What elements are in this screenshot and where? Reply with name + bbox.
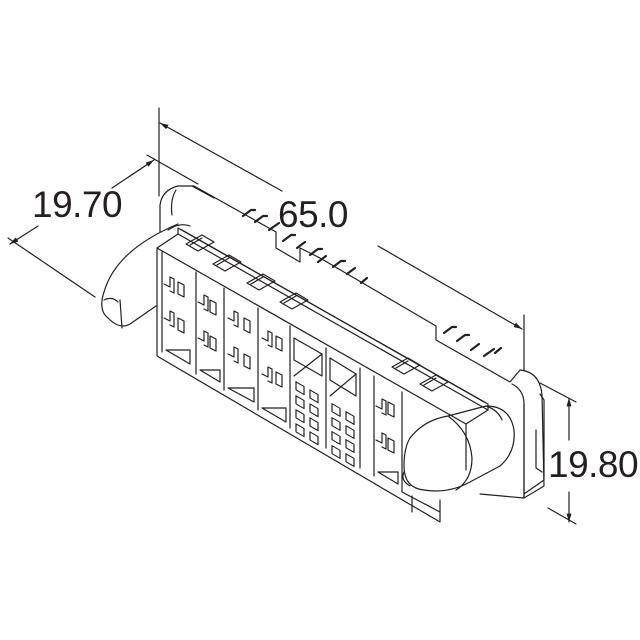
rear-flange [159,185,545,499]
height-dimension-label: 19.80 [548,444,639,485]
left-mounting-boss [101,223,191,329]
width-dimension-label: 65.0 [278,194,349,235]
signal-cavity-grid [293,337,357,468]
top-latch-slots [185,234,449,392]
right-flange [479,393,545,499]
depth-dimension-label: 19.70 [32,184,123,225]
pcb-pins [241,208,503,358]
grid-cells [295,381,355,468]
right-mounting-boss [401,405,515,513]
cavity-latches [163,276,399,485]
dimension-lines [7,107,577,525]
housing-body [156,227,489,523]
